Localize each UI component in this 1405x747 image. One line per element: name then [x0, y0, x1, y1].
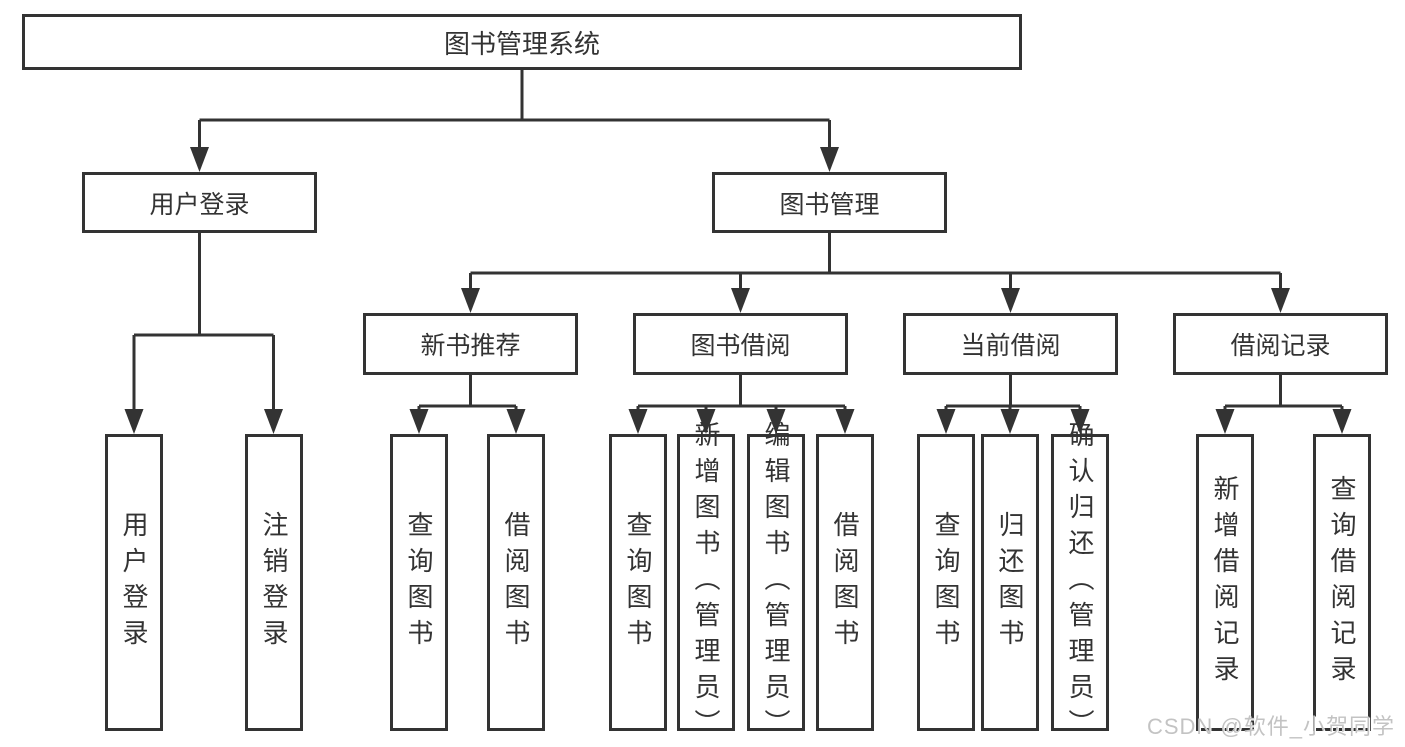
leaf-query-book-3: 查询图书 — [917, 434, 975, 731]
leaf-label: 查询图书 — [931, 510, 961, 655]
leaf-user-login: 用户登录 — [105, 434, 163, 731]
node-book-borrow: 图书借阅 — [633, 313, 848, 375]
leaf-query-borrow-record: 查询借阅记录 — [1313, 434, 1371, 731]
csdn-watermark: CSDN @软件_小贺同学 — [1146, 714, 1395, 739]
leaf-add-book-admin: 新增图书（管理员） — [677, 421, 735, 745]
node-book-management: 图书管理 — [712, 172, 947, 233]
node-current-borrow: 当前借阅 — [903, 313, 1118, 375]
node-root: 图书管理系统 — [22, 14, 1022, 70]
node-user-login: 用户登录 — [82, 172, 317, 233]
leaf-label: 新增借阅记录 — [1210, 474, 1240, 691]
leaf-label: 确认归还（管理员） — [1065, 420, 1095, 745]
leaf-label: 查询借阅记录 — [1327, 474, 1357, 691]
leaf-label: 归还图书 — [995, 510, 1025, 655]
leaf-return-book: 归还图书 — [981, 434, 1039, 731]
leaf-query-book-1: 查询图书 — [390, 434, 448, 731]
leaf-logout: 注销登录 — [245, 434, 303, 731]
leaf-query-book-2: 查询图书 — [609, 434, 667, 731]
leaf-confirm-return-admin: 确认归还（管理员） — [1051, 421, 1109, 745]
leaf-label: 查询图书 — [623, 510, 653, 655]
leaf-add-borrow-record: 新增借阅记录 — [1196, 434, 1254, 731]
leaf-label: 借阅图书 — [830, 510, 860, 655]
leaf-label: 借阅图书 — [501, 510, 531, 655]
leaf-borrow-book-1: 借阅图书 — [487, 434, 545, 731]
leaf-label: 查询图书 — [404, 510, 434, 655]
leaf-label: 新增图书（管理员） — [691, 420, 721, 745]
leaf-borrow-book-2: 借阅图书 — [816, 434, 874, 731]
node-new-book-recommend: 新书推荐 — [363, 313, 578, 375]
leaf-label: 用户登录 — [119, 510, 149, 655]
leaf-label: 编辑图书（管理员） — [761, 420, 791, 745]
leaf-edit-book-admin: 编辑图书（管理员） — [747, 421, 805, 745]
leaf-label: 注销登录 — [259, 510, 289, 655]
node-borrow-record: 借阅记录 — [1173, 313, 1388, 375]
